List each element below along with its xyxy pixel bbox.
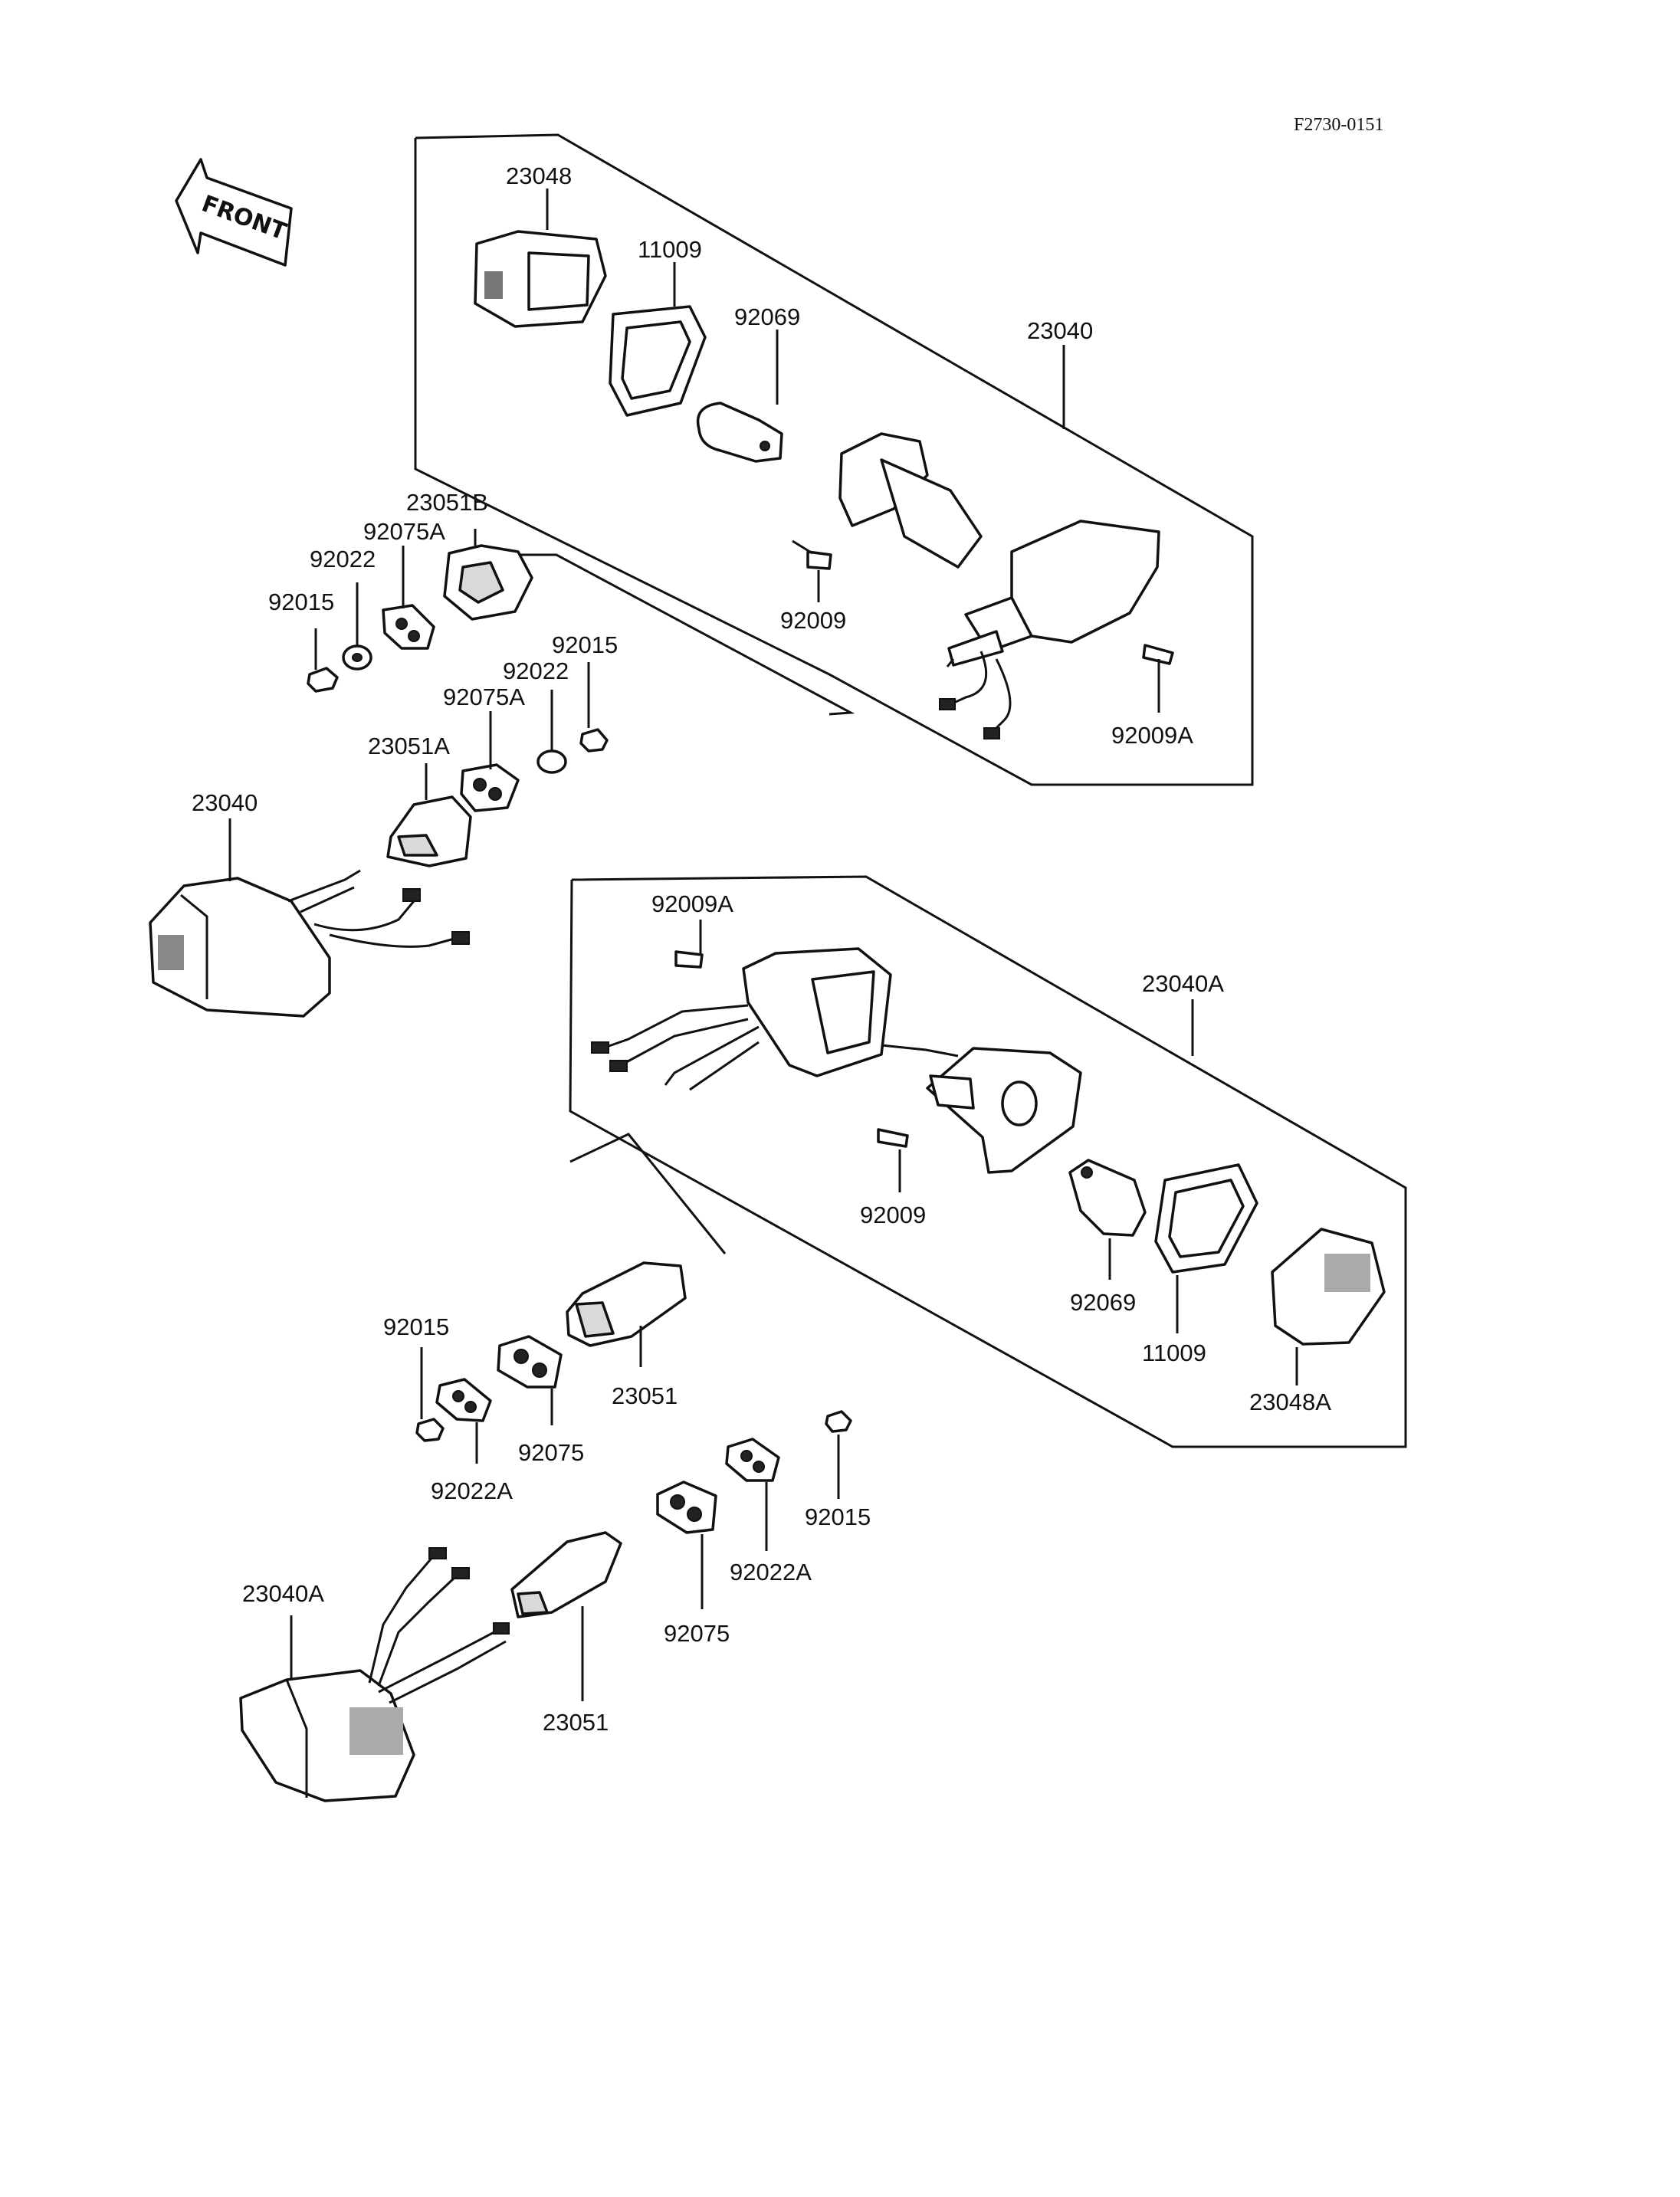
rubber-92075-1 bbox=[497, 1335, 563, 1389]
nut-92015-3 bbox=[415, 1418, 445, 1442]
turn-signal-23040A-right bbox=[591, 947, 959, 1091]
turn-signal-23040-top bbox=[838, 432, 1160, 739]
lens-23048A bbox=[1271, 1228, 1386, 1346]
screw-92009-top bbox=[792, 539, 832, 570]
assembly-outline-top bbox=[414, 133, 1254, 786]
callout-92015-4: 92015 bbox=[805, 1503, 871, 1530]
callout-92022-1: 92022 bbox=[310, 546, 376, 572]
bracket-23051-1 bbox=[566, 1261, 687, 1347]
callout-92075A-1: 92075A bbox=[363, 518, 445, 545]
turn-signal-23040-left bbox=[149, 869, 470, 1018]
callout-92015-3: 92015 bbox=[383, 1313, 449, 1340]
turn-signal-23040A-left bbox=[239, 1547, 510, 1802]
socket-plate-mid bbox=[926, 1047, 1082, 1174]
screw-92009A-top bbox=[1142, 644, 1174, 665]
screw-92009A-mid bbox=[674, 950, 704, 969]
assembly-link-line-top bbox=[506, 553, 855, 716]
callout-23040-top: 23040 bbox=[1027, 317, 1093, 344]
callout-92009A-top: 92009A bbox=[1111, 722, 1193, 749]
gasket-11009-mid bbox=[1154, 1163, 1258, 1274]
nut-92015-2 bbox=[579, 728, 609, 753]
callout-92069-mid: 92069 bbox=[1070, 1289, 1136, 1316]
nut-92015-4 bbox=[825, 1410, 852, 1433]
gasket-11009-top bbox=[609, 305, 707, 417]
callout-11009-top: 11009 bbox=[638, 236, 702, 263]
assembly-link-line-bottom bbox=[569, 1133, 727, 1254]
callout-92015-1: 92015 bbox=[268, 589, 334, 615]
callout-92009-top: 92009 bbox=[780, 607, 846, 634]
rubber-92075A-2 bbox=[460, 763, 520, 812]
callout-23048A: 23048A bbox=[1249, 1389, 1331, 1415]
nut-92015-1 bbox=[307, 667, 339, 693]
bracket-23051B bbox=[443, 544, 533, 621]
rubber-92075A-1 bbox=[382, 604, 435, 650]
callout-92015-2: 92015 bbox=[552, 631, 618, 658]
callout-92075-2: 92075 bbox=[664, 1620, 730, 1647]
callout-11009-mid: 11009 bbox=[1142, 1340, 1206, 1366]
plate-92022A-1 bbox=[435, 1378, 492, 1422]
callout-92075A-2: 92075A bbox=[443, 684, 525, 710]
washer-92022-1 bbox=[342, 644, 372, 671]
callout-92022A-1: 92022A bbox=[431, 1477, 513, 1504]
front-direction-arrow: FRONT bbox=[175, 158, 293, 267]
callout-23051A: 23051A bbox=[368, 733, 450, 759]
callout-92009-mid: 92009 bbox=[860, 1202, 926, 1228]
screw-92009-mid bbox=[877, 1128, 909, 1148]
callout-23051-1: 23051 bbox=[612, 1382, 678, 1409]
callout-92022A-2: 92022A bbox=[730, 1559, 812, 1585]
leader-lines bbox=[228, 189, 1298, 1701]
callout-92009A-mid: 92009A bbox=[651, 890, 733, 917]
callout-92022-2: 92022 bbox=[503, 657, 569, 684]
bulb-92069-top bbox=[696, 402, 783, 463]
rubber-92075-2 bbox=[656, 1481, 717, 1534]
plate-92022A-2 bbox=[725, 1438, 780, 1482]
callout-92069-top: 92069 bbox=[734, 303, 800, 330]
callout-23051-2: 23051 bbox=[543, 1709, 609, 1736]
callout-labels: 23048 11009 92069 23040 23051B 92075A 92… bbox=[192, 162, 1331, 1736]
callout-23040A-left: 23040A bbox=[242, 1580, 324, 1607]
bracket-23051-2 bbox=[510, 1531, 622, 1618]
callout-23048: 23048 bbox=[506, 162, 572, 189]
bracket-23051A bbox=[386, 795, 472, 867]
reference-code: F2730-0151 bbox=[1294, 115, 1383, 135]
callout-23040-left: 23040 bbox=[192, 789, 258, 816]
washer-92022-2 bbox=[536, 749, 567, 774]
bulb-92069-mid bbox=[1068, 1159, 1147, 1237]
callout-92075-1: 92075 bbox=[518, 1439, 584, 1466]
callout-23051B: 23051B bbox=[406, 489, 488, 516]
lens-23048 bbox=[474, 230, 607, 328]
callout-23040A-right: 23040A bbox=[1142, 970, 1224, 997]
assembly-outline-bottom bbox=[569, 875, 1407, 1448]
